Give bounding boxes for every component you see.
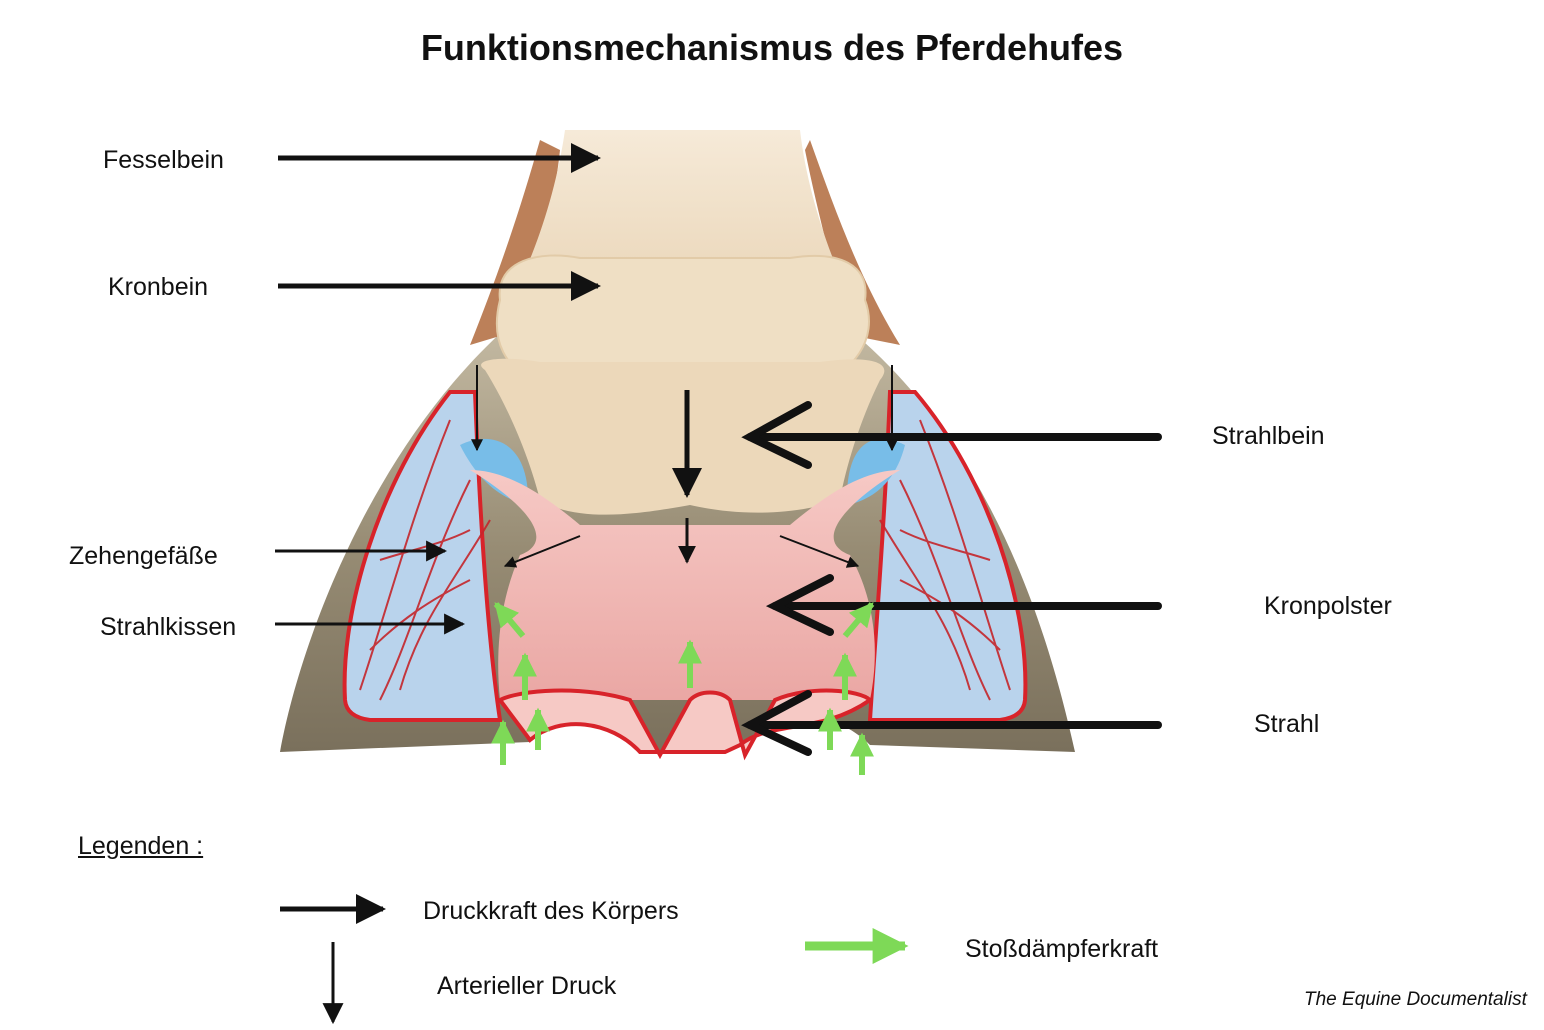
page-title: Funktionsmechanismus des Pferdehufes	[420, 27, 1124, 68]
label-kronpolster: Kronpolster	[1264, 592, 1392, 620]
label-zehengefaesse: Zehengefäße	[69, 542, 218, 570]
label-kronbein: Kronbein	[108, 273, 209, 301]
legend-stossdaempfer: Stoßdämpferkraft	[965, 935, 1159, 963]
legend-heading: Legenden :	[78, 832, 204, 860]
strahlbein-bone	[481, 358, 885, 515]
label-fesselbein: Fesselbein	[103, 146, 224, 174]
label-strahl: Strahl	[1254, 710, 1320, 738]
label-strahlbein: Strahlbein	[1212, 422, 1325, 450]
legend-arteriell: Arterieller Druck	[437, 972, 617, 1000]
arterial-arrows	[471, 365, 898, 568]
pointer-kronpolster	[765, 574, 1162, 636]
hair-left	[470, 140, 560, 345]
credit: The Equine Documentalist	[1304, 989, 1527, 1010]
vessels	[359, 419, 1011, 701]
pointer-strahlbein	[741, 401, 1162, 469]
kronpolster-cushion	[470, 470, 900, 700]
shock-arrows	[491, 602, 875, 775]
kronbein-bone	[495, 254, 870, 381]
label-strahlkissen: Strahlkissen	[100, 613, 237, 641]
legend-druckkraft: Druckkraft des Körpers	[423, 897, 679, 925]
